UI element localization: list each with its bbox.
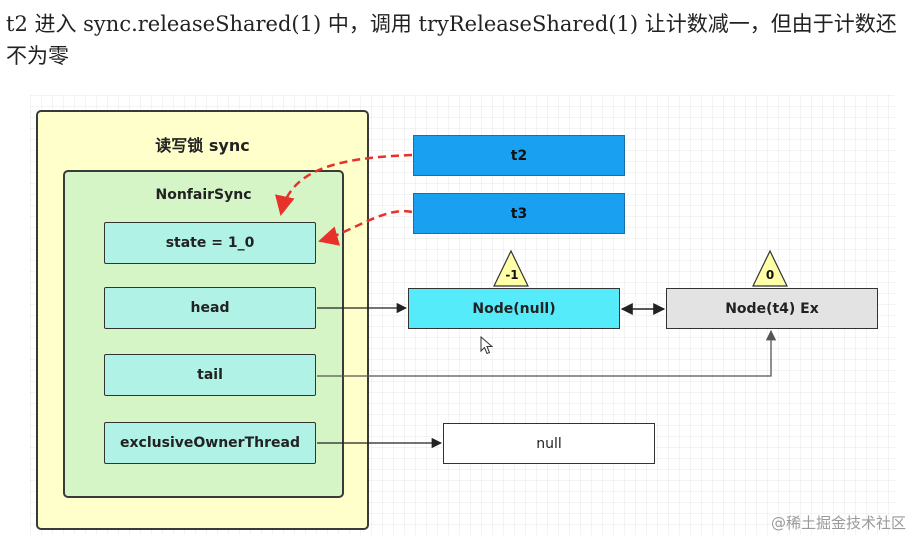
mouse-cursor-icon [480, 336, 494, 355]
thread-t2-box: t2 [413, 135, 625, 176]
thread-t3-box: t3 [413, 193, 625, 234]
t3-to-state-arrow [318, 209, 413, 246]
state-field: state = 1_0 [104, 222, 316, 264]
node-null-marker-label: -1 [505, 268, 519, 282]
tail-field: tail [104, 354, 316, 396]
caption-text: t2 进入 sync.releaseShared(1) 中，调用 tryRele… [6, 12, 897, 68]
t2-to-state-arrow [275, 153, 413, 216]
node-t4-marker [752, 249, 788, 287]
node-t4-box: Node(t4) Ex [666, 288, 878, 329]
exclusive-owner-thread-field: exclusiveOwnerThread [104, 422, 316, 464]
nonfairsync-title: NonfairSync [155, 187, 252, 203]
node-null-marker [493, 249, 529, 287]
node-t4-marker-label: 0 [765, 268, 775, 282]
tail-to-node-arrow [317, 329, 777, 377]
sync-lock-title: 读写锁 sync [155, 136, 250, 155]
watermark-text: @稀土掘金技术社区 [770, 514, 906, 532]
head-field: head [104, 287, 316, 329]
owner-null-box: null [443, 423, 655, 464]
node-null-box: Node(null) [408, 288, 620, 329]
